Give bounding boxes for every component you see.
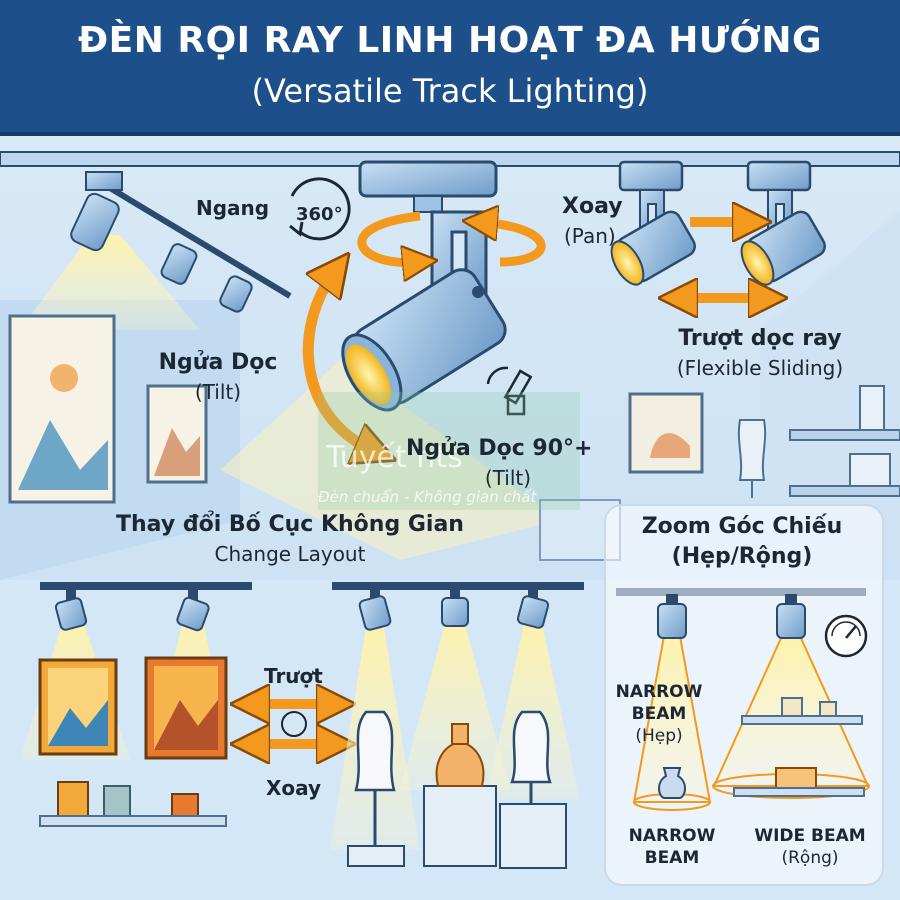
- wide-label: WIDE BEAM: [754, 826, 866, 846]
- rotate-360-icon: [289, 177, 351, 241]
- wide-spot: [776, 594, 806, 639]
- label-tilt-left: Ngửa Dọc: [158, 350, 278, 375]
- necklace-bust: [423, 723, 497, 867]
- label-sliding-sub: (Flexible Sliding): [676, 356, 844, 380]
- zoom-title-line2: (Hẹp/Rộng): [671, 544, 813, 569]
- narrow-label-line2: BEAM: [631, 704, 687, 724]
- page-title: ĐÈN RỌI RAY LINH HOẠT ĐA HƯỚNG: [77, 20, 823, 61]
- pan-ring-right: [480, 222, 546, 267]
- narrow-beam-cone: [634, 636, 710, 802]
- spot-mannequin-2: [441, 590, 469, 627]
- left-frame-large: [8, 314, 116, 504]
- label-change-layout-sub: Change Layout: [214, 542, 366, 566]
- slide-spot-2: [740, 160, 826, 286]
- bottom-narrow-line1: NARROW: [628, 826, 716, 846]
- narrow-spot: [657, 594, 687, 639]
- tilt-icon: [486, 366, 533, 416]
- right-mannequin-bg: [737, 419, 767, 498]
- wide-label-sub: (Rộng): [781, 848, 839, 868]
- mannequin-right: [499, 710, 567, 869]
- label-tilt-left-sub: (Tilt): [194, 380, 242, 404]
- spot-mannequin-1: [358, 590, 392, 631]
- wide-box-1: [781, 697, 803, 717]
- small-frames-shelf: [39, 781, 227, 827]
- label-pan: Xoay: [562, 194, 623, 219]
- label-360: 360°: [296, 204, 343, 225]
- watermark-brand: Tuyết hts: [326, 440, 463, 475]
- label-sliding: Trượt dọc ray: [678, 326, 842, 351]
- mannequin-left: [347, 710, 405, 867]
- label-rotate: Xoay: [266, 776, 322, 800]
- label-slide: Trượt: [264, 664, 323, 688]
- spot-frame-1: [54, 590, 88, 631]
- narrow-vase: [658, 767, 686, 799]
- frame-mountain-orange: [144, 656, 228, 760]
- label-tilt-right-sub: (Tilt): [484, 466, 532, 490]
- frame-mountain-blue: [38, 658, 118, 756]
- slide-spot-1: [610, 160, 696, 286]
- label-pan-sub: (Pan): [564, 224, 616, 248]
- wide-box-2: [819, 701, 837, 717]
- gauge-icon: [824, 614, 868, 658]
- left-spot-3: [219, 275, 253, 313]
- watermark-box: [318, 392, 580, 510]
- lower-track-mid: [332, 582, 584, 590]
- label-change-layout: Thay đổi Bố Cục Không Gian: [116, 512, 464, 537]
- left-spot-2: [160, 243, 198, 285]
- left-frame-small: [146, 384, 208, 484]
- zoom-panel: [604, 504, 884, 886]
- wide-shelf-bottom: [733, 787, 865, 797]
- zoom-illustration: [632, 594, 870, 811]
- lower-track-left: [40, 582, 252, 590]
- main-track-adapter: [358, 160, 498, 213]
- zoom-title-line1: Zoom Góc Chiếu: [641, 514, 843, 539]
- page-subtitle: (Versatile Track Lighting): [251, 72, 649, 110]
- right-frame: [628, 392, 704, 474]
- rotate-circle-icon: [281, 711, 307, 737]
- spot-mannequin-3: [516, 590, 550, 629]
- wide-shelf-top: [741, 715, 863, 725]
- wide-box-3: [775, 767, 817, 789]
- narrow-label-sub: (Hẹp): [635, 726, 683, 746]
- header-banner: ĐÈN RỌI RAY LINH HOẠT ĐA HƯỚNG (Versatil…: [0, 0, 900, 136]
- diagonal-track: [98, 179, 292, 299]
- left-spot-1: [20, 171, 200, 330]
- spot-frame-2: [176, 590, 210, 632]
- beam-mannequin-2: [400, 620, 510, 790]
- label-tilt-right: Ngửa Dọc 90°+: [406, 436, 593, 461]
- label-horizontal: Ngang: [196, 196, 270, 220]
- right-shelf: [789, 385, 900, 497]
- narrow-label-line1: NARROW: [615, 682, 703, 702]
- tilt-arc-arrow: [302, 270, 376, 452]
- bottom-narrow-line2: BEAM: [644, 848, 700, 868]
- watermark-tagline: Đèn chuẩn - Không gian chất: [318, 488, 537, 506]
